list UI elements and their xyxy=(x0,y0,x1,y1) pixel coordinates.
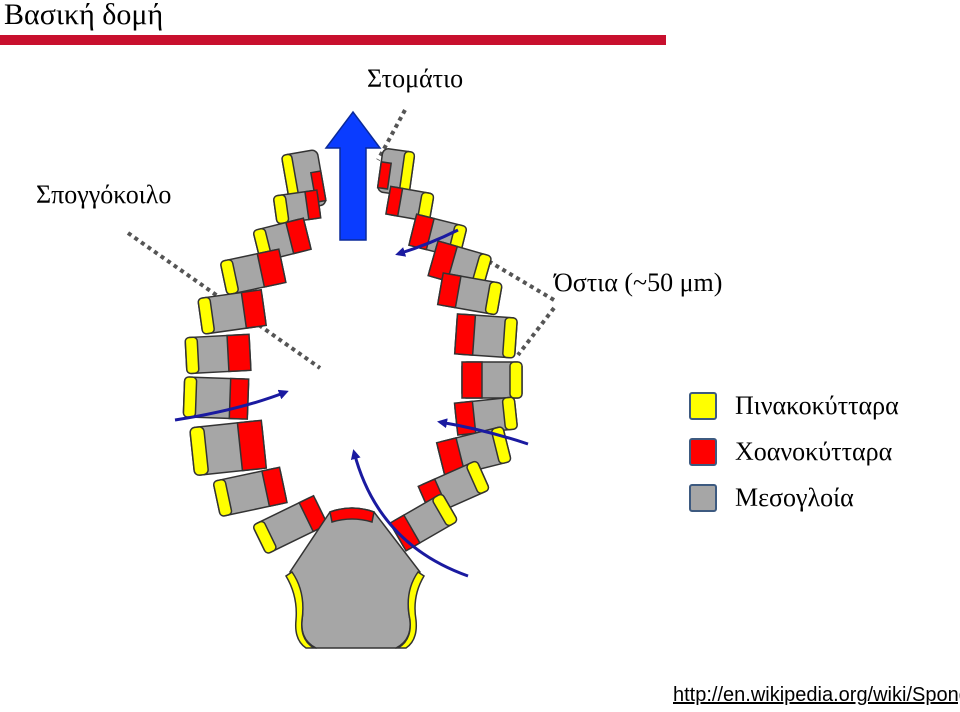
cell-left-2 xyxy=(273,189,322,225)
right-wall xyxy=(376,148,523,552)
cell-right-2 xyxy=(385,185,435,222)
slide-title: Βασική δομή xyxy=(4,0,164,31)
flow-arrows xyxy=(174,228,529,578)
cell-left-3 xyxy=(253,217,313,262)
legend-item-mesohyl: Μεσογλοία xyxy=(689,482,854,514)
pointer-lines xyxy=(126,109,556,370)
cell-right-5 xyxy=(436,272,503,316)
cell-right-7 xyxy=(461,361,523,399)
cell-left-10 xyxy=(253,494,329,554)
pointer-mouth xyxy=(376,109,407,161)
osculum-arrow xyxy=(324,110,382,241)
flow-arrow-left xyxy=(174,389,289,422)
cell-left-4 xyxy=(220,248,287,295)
cell-left-8 xyxy=(189,419,268,476)
yellow-square-icon xyxy=(689,392,717,420)
legend-item-choanocytes: Χοανοκύτταρα xyxy=(689,436,892,468)
cell-left-5 xyxy=(197,288,268,335)
cell-left-6 xyxy=(184,333,252,375)
pointer-ostia-2 xyxy=(516,306,556,357)
cell-right-11 xyxy=(388,493,458,552)
cell-right-1 xyxy=(376,148,416,197)
source-link[interactable]: http://en.wikipedia.org/wiki/Sponge xyxy=(673,684,960,706)
red-square-icon xyxy=(689,438,717,466)
legend-label: Πινακοκύτταρα xyxy=(735,391,899,420)
pointer-cavity xyxy=(126,231,322,370)
gray-square-icon xyxy=(689,484,717,512)
flow-arrow-right-mid xyxy=(437,418,529,446)
left-wall xyxy=(182,149,329,554)
sponge-base xyxy=(284,507,426,649)
label-ostia: Όστια (~50 μm) xyxy=(554,268,723,297)
legend-label: Χοανοκύτταρα xyxy=(735,437,893,466)
label-osculum: Στομάτιο xyxy=(367,64,464,93)
title-underline-bar xyxy=(0,35,666,45)
cell-right-6 xyxy=(453,313,518,359)
cell-right-8 xyxy=(453,396,518,436)
cell-left-9 xyxy=(212,466,288,517)
legend-label: Μεσογλοία xyxy=(735,483,854,512)
label-spongocoel: Σπογγόκοιλο xyxy=(36,180,172,209)
flow-arrow-right-top xyxy=(395,228,459,257)
legend-item-pinacocytes: Πινακοκύτταρα xyxy=(689,390,899,422)
flow-arrow-bottom xyxy=(350,449,469,578)
